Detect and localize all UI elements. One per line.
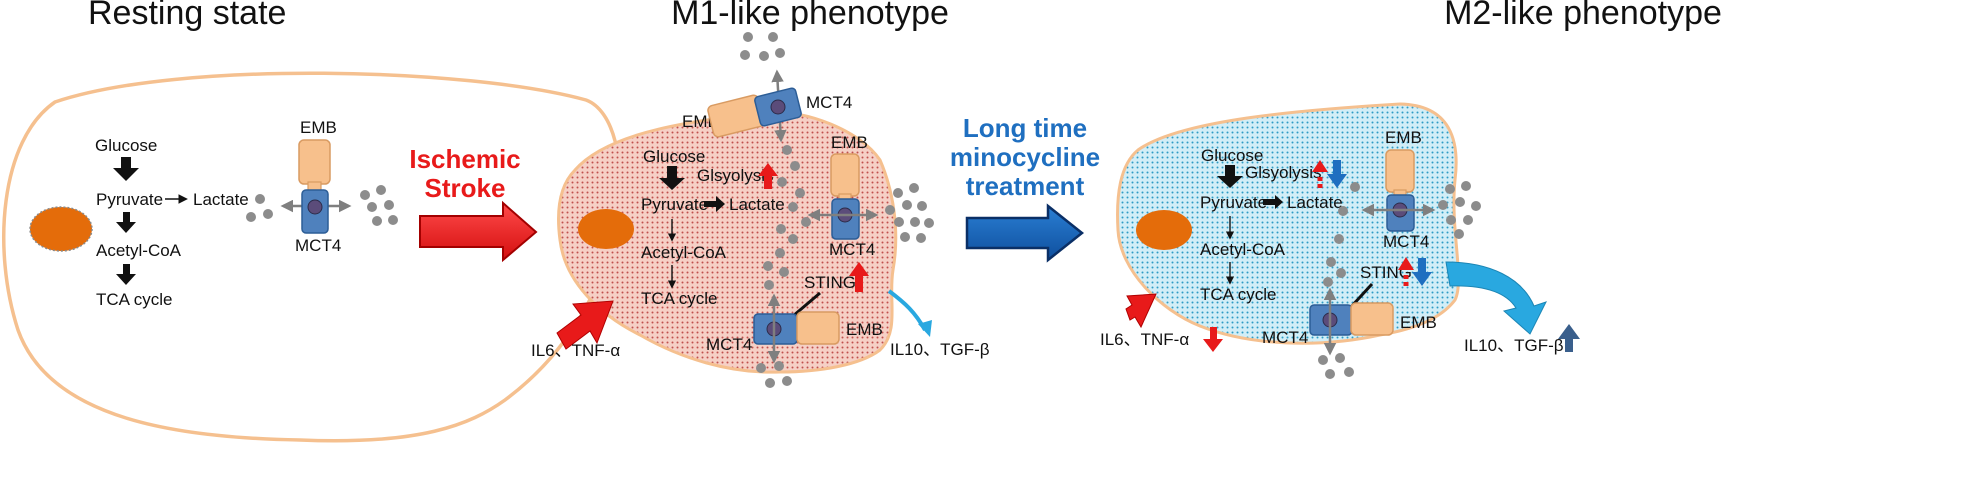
m1-lactate-dots-bottom [756,361,792,388]
m2-il6-label: IL6、TNF-α [1100,330,1189,349]
resting-pyruvate-arrow [116,212,136,233]
resting-title: Resting state [88,0,286,32]
m1-lactate-dots-right [885,183,934,243]
m2-lactate-dots-right [1438,181,1481,239]
m2-lactate-dots-bottom [1318,353,1354,379]
m2-cell-membrane [1116,102,1461,345]
m2-il6-down-arrow [1203,327,1223,352]
m1-title: M1-like phenotype [671,0,949,32]
mino-label-line2: minocycline [950,142,1100,172]
m2-tca-label: TCA cycle [1200,285,1277,304]
m1-tca-label: TCA cycle [641,289,718,308]
resting-tca-label: TCA cycle [96,290,173,309]
m1-sting-emb-link [792,291,821,318]
resting-panel: Resting state Glucose Pyruvate Lactate A… [1,0,622,443]
m2-glycolysis-down-arrow [1327,160,1347,188]
m2-glucose-label: Glucose [1201,146,1263,165]
m1-glycolysis-up-arrow [758,163,778,189]
m2-mct4-right-label: MCT4 [1383,232,1429,251]
m2-pyruvate-lactate-arrow [1263,195,1283,209]
m1-pyruvate-label: Pyruvate [641,195,708,214]
resting-glucose-label: Glucose [95,136,157,155]
m1-emb-right [830,153,860,197]
m2-sting-up-arrow [1398,257,1414,270]
resting-nucleus [29,206,93,252]
stroke-label-line2: Stroke [425,173,506,203]
m1-il6-output-arrow [556,300,614,350]
m2-emb-bottom [1350,302,1394,336]
m1-lactate-dots-inside [763,145,811,290]
resting-emb [298,139,331,185]
m1-mct4-bottom-label: MCT4 [706,335,752,354]
resting-emb-label: EMB [300,118,337,137]
m2-panel: M2-like phenotype Glucose Glsyolysis Pyr… [1100,0,1722,379]
resting-acetyl-arrow [116,264,136,285]
m2-lactate-dots-inside [1323,182,1360,287]
stroke-arrow [419,200,538,263]
m1-glucose-arrow [659,166,685,190]
m2-glycolysis-up-arrow [1312,160,1328,172]
m2-mct4-bottom-label: MCT4 [1262,328,1308,347]
mino-label-line1: Long time [963,113,1087,143]
resting-cell-membrane [1,71,622,443]
m2-emb-right [1385,149,1415,193]
m1-emb-bottom-label: EMB [846,320,883,339]
m2-glucose-arrow [1217,165,1243,188]
m1-mct4-top-label: MCT4 [806,93,852,112]
m1-emb-right-label: EMB [831,133,868,152]
resting-lactate-dots-inside [246,194,273,222]
m2-pyruvate-label: Pyruvate [1200,193,1267,212]
m2-sting-label: STING [1360,263,1412,282]
m1-sting-label: STING [804,273,856,292]
m2-lactate-label: Lactate [1287,193,1343,212]
m2-il10-up-arrow [1558,324,1580,352]
resting-lactate-label: Lactate [193,190,249,209]
resting-acetyl-label: Acetyl-CoA [96,241,182,260]
m2-sting-down-arrow [1412,258,1432,286]
resting-pyruvate-label: Pyruvate [96,190,163,209]
m2-il10-output-arrow [1445,261,1547,335]
m1-emb-bottom [796,311,840,345]
m1-lactate-label: Lactate [729,195,785,214]
m1-il10-label: IL10、TGF-β [890,340,990,359]
m1-il6-label: IL6、TNF-α [531,341,620,360]
resting-mct4-label: MCT4 [295,236,341,255]
resting-lactate-dots-outside [360,185,398,226]
minocycline-transition: Long time minocycline treatment [950,113,1100,263]
mino-label-line3: treatment [966,171,1085,201]
m2-title: M2-like phenotype [1444,0,1722,32]
m1-sting-up-arrow [849,262,869,292]
m2-il6-output-arrow [1125,293,1157,329]
m1-glucose-label: Glucose [643,147,705,166]
m1-nucleus [578,209,634,249]
m2-emb-bottom-label: EMB [1400,313,1437,332]
m1-mct4-right-label: MCT4 [829,240,875,259]
m1-pyruvate-lactate-arrow [704,196,725,212]
minocycline-arrow [965,203,1085,263]
stroke-label-line1: Ischemic [409,144,520,174]
m2-acetyl-label: Acetyl-CoA [1200,240,1286,259]
resting-glucose-arrow [113,157,139,181]
m1-panel: M1-like phenotype Glucose Glsyolysis Pyr… [531,0,990,388]
m2-emb-right-label: EMB [1385,128,1422,147]
m1-acetyl-label: Acetyl-CoA [641,243,727,262]
m2-glycolysis-label: Glsyolysis [1245,163,1322,182]
ischemic-stroke-transition: Ischemic Stroke [409,144,538,263]
m1-glycolysis-label: Glsyolysis [697,166,774,185]
m2-il10-label: IL10、TGF-β [1464,336,1564,355]
m2-nucleus [1136,210,1192,250]
m1-lactate-dots-top [740,32,785,61]
